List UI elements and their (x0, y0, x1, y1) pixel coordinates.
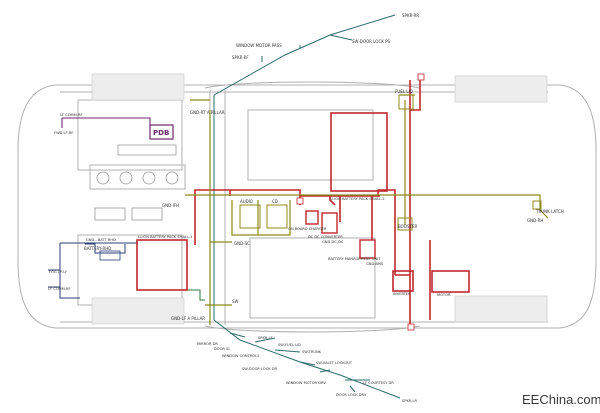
label-sw: SW (232, 299, 239, 304)
label-audio: AUDIO (240, 199, 253, 204)
liion-pack-1-box (136, 239, 188, 291)
label-trunk-latch: TRUNK LATCH (535, 209, 564, 214)
gauge-circles (94, 171, 179, 221)
vent-front-right (454, 75, 548, 103)
label-dcdc: DC DC CONVERTER (308, 235, 343, 239)
fuel-lid-box (398, 94, 414, 110)
label-liion-small-1: LI-ION BATTERY PACK SMALL-1 (138, 235, 193, 239)
cd-box (266, 204, 288, 229)
connector-markers (296, 73, 425, 331)
label-lf-comm-rf: LF COMM-RF (60, 113, 83, 117)
motor-box (431, 270, 470, 293)
top-signal-harness (213, 14, 396, 320)
label-sw-valet-lockout: SW-VALET LOCKOUT (316, 361, 353, 365)
label-sw-door-lock-ps: SW-DOOR LOCK PS (352, 39, 391, 44)
watermark: EEChina.com (522, 392, 600, 407)
label-window-controls: WINDOW CONTROLS (222, 354, 260, 358)
pdb-box (149, 124, 174, 140)
label-spkr-lr: SPKR-LR (402, 399, 417, 403)
label-gnd-dc-dc: GND-DC-DC (322, 240, 344, 244)
bms-box (359, 239, 376, 259)
label-mirror-dr: MIRROR DR (197, 342, 218, 346)
label-spkr-rf: SPKR-RF (232, 55, 249, 60)
bottom-signal-harness (213, 319, 401, 399)
label-gnd-ifh: GND-IFH (162, 203, 179, 208)
label-on-board-charger: ON BOARD CHARGER (288, 227, 327, 231)
on-board-charger-box (305, 210, 319, 225)
trunk-latch-box (532, 200, 542, 210)
label-gnd-sc: GND-SC (234, 241, 250, 246)
inverter-box (392, 270, 414, 292)
label-gnd-rh: GND-RH (527, 218, 543, 223)
label-window-motor-pass: WINDOW MOTOR PASS (236, 43, 282, 48)
label-lf-comm-rf-2: LF COMM-RF (48, 287, 71, 291)
label-gnd-bms: GND-BMS (366, 262, 384, 266)
vent-rear-left (91, 297, 185, 325)
label-booster: BOOSTER (398, 224, 417, 229)
label-inverter: INVERTER (393, 292, 411, 296)
vent-front-left (91, 73, 185, 101)
label-door-lock-drv: DOOR LOCK DRV (336, 393, 367, 397)
label-fog-lp-lf: FOG LP-LF (49, 270, 67, 274)
left-side-harness (48, 242, 205, 301)
label-spkr-rr: SPKR-RR (402, 13, 419, 18)
liion-pack-2-box (330, 112, 388, 192)
label-sw-door-lock-dr: SW-DOOR LOCK DR (242, 367, 278, 371)
label-battery-rhd: BATTERY-RHD (84, 246, 111, 251)
ground-harness (185, 94, 549, 325)
car-body-outline (17, 81, 597, 333)
label-gnd-lf-a-pillar: GND-LF A PILLAR (171, 316, 205, 321)
label-gnd-batt-rhd: GND - BATT RHD (86, 238, 116, 242)
vent-rear-right (454, 295, 548, 323)
dcdc-converter-box (321, 212, 338, 234)
label-fwd-lf-rf: FWD LF-RF (54, 131, 73, 135)
label-gnd-rt-a-pillar: GND-RT A PILLAR (190, 110, 225, 115)
label-bms: BATTERY MANAGEMENT UNIT (328, 257, 381, 261)
comm-harness (61, 117, 151, 128)
label-liion-small-2: LI-ION BATTERY PACK SMALL-2 (330, 197, 385, 201)
audio-box (239, 204, 261, 229)
label-pdb: PDB (153, 129, 169, 137)
label-motor: MOTOR (437, 293, 451, 297)
label-door-sl: DOOR SL (214, 347, 230, 351)
booster-box (397, 217, 413, 231)
label-lf-courtesy-dr: LF COURTESY DR (363, 381, 394, 385)
label-sw-fuel-lid: SW-FUEL LID (278, 343, 301, 347)
label-fuel-lid: FUEL LID (395, 89, 413, 94)
battery-rhd-box (99, 250, 121, 261)
label-sw-trunk: SW-TRUNK (302, 350, 322, 354)
label-window-motor-drv: WINDOW MOTOR DRV (286, 381, 326, 385)
label-cd: CD (272, 199, 278, 204)
label-spkr-lf: SPKR-LF (258, 336, 273, 340)
vent-grilles (91, 73, 548, 325)
